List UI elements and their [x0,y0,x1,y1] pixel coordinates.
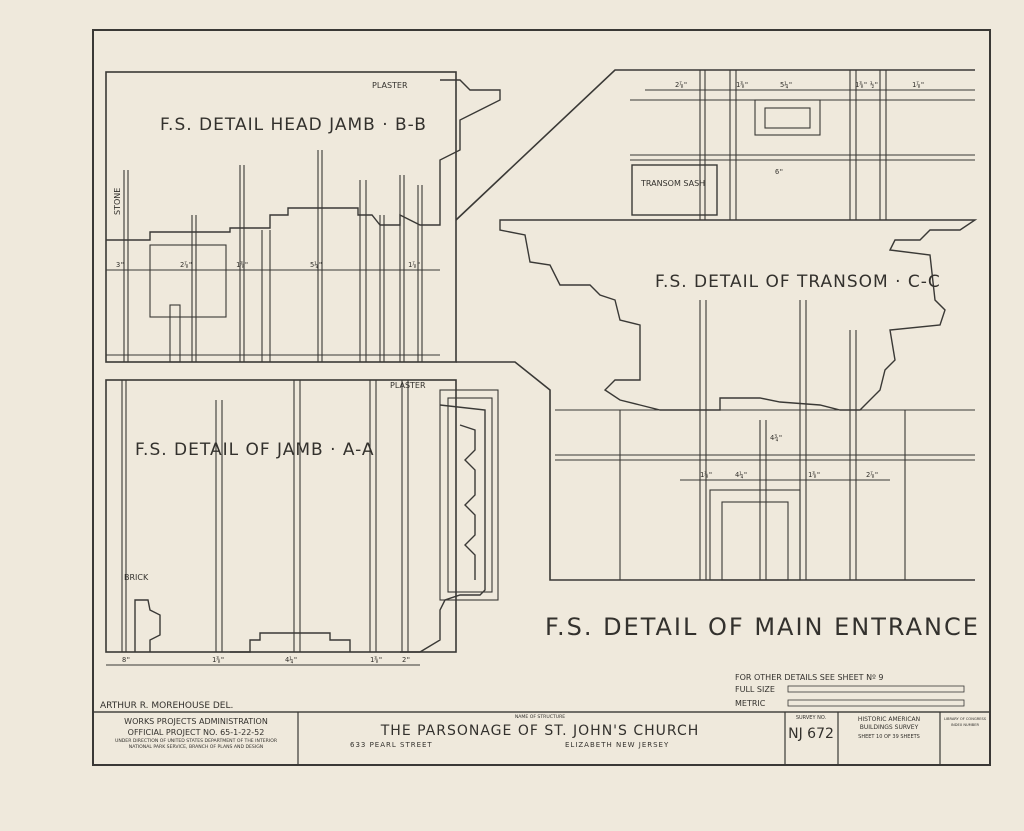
main-entrance-title: F.S. DETAIL OF MAIN ENTRANCE [545,613,980,641]
plaster-label-mid: PLASTER [390,381,426,390]
tb-location: ELIZABETH NEW JERSEY [565,741,669,749]
tb-structure: THE PARSONAGE OF ST. JOHN'S CHURCH [380,723,700,739]
plaster-label-top: PLASTER [372,81,408,90]
dim-transom-1: 2⅞" [675,81,688,89]
full-size-label: FULL SIZE [735,685,775,694]
dim-head-1: 3" [116,261,124,269]
dim-head-4: 5¼" [310,261,323,269]
dim-head-2: 2⅞" [180,261,193,269]
dim-entrance-3: 1⅜" [808,470,821,479]
metric-label: METRIC [735,699,766,708]
delineator: ARTHUR R. MOREHOUSE DEL. [100,701,233,711]
tb-library-1: LIBRARY OF CONGRESS [944,717,987,721]
dim-head-3: 1⅜" [236,260,249,269]
tb-habs-1: HISTORIC AMERICAN [858,716,920,723]
tb-survey-caption: SURVEY NO. [796,715,827,721]
jamb-title: F.S. DETAIL OF JAMB · A-A [135,440,375,460]
tb-name-caption: NAME OF STRUCTURE [515,714,565,720]
tb-survey-no: NJ 672 [788,726,834,742]
head-jamb-detail [105,71,501,363]
dim-jamb-1: 8" [122,656,130,664]
dim-transom-3: 5¼" [780,81,793,89]
tb-project: OFFICIAL PROJECT NO. 65-1-22-52 [128,728,265,737]
tb-agency: WORKS PROJECTS ADMINISTRATION [124,717,268,726]
dim-transom-side: 6" [775,168,783,176]
tb-address: 633 PEARL STREET [350,741,433,749]
dim-entrance-4: 2⅞" [866,471,879,479]
dim-transom-6: 1⅞" [912,81,925,89]
transom-dimensions: 2⅞" 1⅜" 5¼" 1⅜" ½" 1⅞" 6" [675,80,925,176]
brick-label: BRICK [124,573,149,582]
jamb-dimensions: 8" 1⅜" 4¼" 1⅜" 2" [122,655,410,664]
transom-title: F.S. DETAIL OF TRANSOM · C-C [655,272,941,292]
tb-branch: NATIONAL PARK SERVICE, BRANCH OF PLANS A… [129,744,263,750]
dim-transom-4: 1⅜" [855,80,868,89]
dim-transom-2: 1⅜" [736,80,749,89]
scale-bar [787,685,965,707]
dim-entrance-1: 1⅜" [700,470,713,479]
entrance-dimensions: 1⅜" 4¼" 1⅜" 2⅞" 4¾" [700,434,879,479]
jamb-detail [105,379,499,666]
tb-direction: UNDER DIRECTION OF UNITED STATES DEPARTM… [115,738,278,744]
tb-habs-2: BUILDINGS SURVEY [860,724,919,731]
transom-sash-label: TRANSOM SASH [640,179,705,188]
head-jamb-title: F.S. DETAIL HEAD JAMB · B-B [160,115,427,135]
dim-entrance-side: 4¾" [770,434,783,442]
head-dimensions: 3" 2⅞" 1⅜" 5¼" 1⅞" [116,260,421,269]
dim-entrance-2: 4¼" [735,471,748,479]
dim-jamb-3: 4¼" [285,656,298,664]
dim-head-5: 1⅞" [408,261,421,269]
title-block [92,711,991,766]
stone-label: STONE [113,188,122,215]
tb-sheet: SHEET 10 OF 39 SHEETS [858,734,920,740]
dim-jamb-5: 2" [402,656,410,664]
transom-and-entrance-detail [455,69,978,581]
tb-library-2: INDEX NUMBER [951,723,980,727]
other-details-note: FOR OTHER DETAILS SEE SHEET Nº 9 [735,673,884,682]
dim-jamb-4: 1⅜" [370,655,383,664]
dim-transom-5: ½" [870,81,878,89]
dim-jamb-2: 1⅜" [212,655,225,664]
